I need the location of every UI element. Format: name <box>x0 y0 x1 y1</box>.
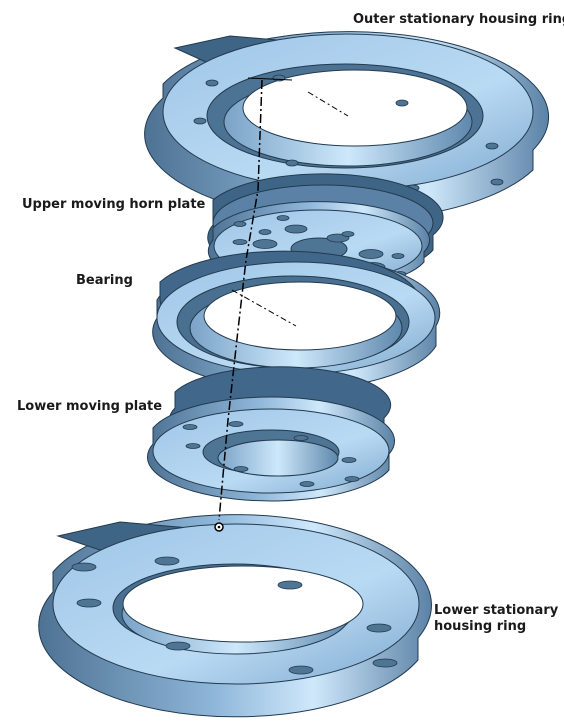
assembly-axis-line <box>214 77 349 532</box>
lower-ring-label-line1: Lower stationary <box>434 603 559 618</box>
lower-plate-label: Lower moving plate <box>17 399 163 414</box>
lower-stationary-housing-ring <box>38 514 432 718</box>
plate-holes <box>182 421 360 487</box>
bolt-holes <box>71 556 398 675</box>
bearing <box>152 250 441 391</box>
lower-ring-label: Lower stationary housing ring <box>434 603 558 635</box>
outer-ring-label: Outer stationary housing ring <box>353 12 564 27</box>
bearing-label: Bearing <box>76 273 133 288</box>
lower-ring-label-line2: housing ring <box>434 619 527 634</box>
upper-plate-label: Upper moving horn plate <box>22 197 206 212</box>
outer-stationary-housing-ring <box>144 31 550 222</box>
lower-moving-plate <box>146 366 396 502</box>
